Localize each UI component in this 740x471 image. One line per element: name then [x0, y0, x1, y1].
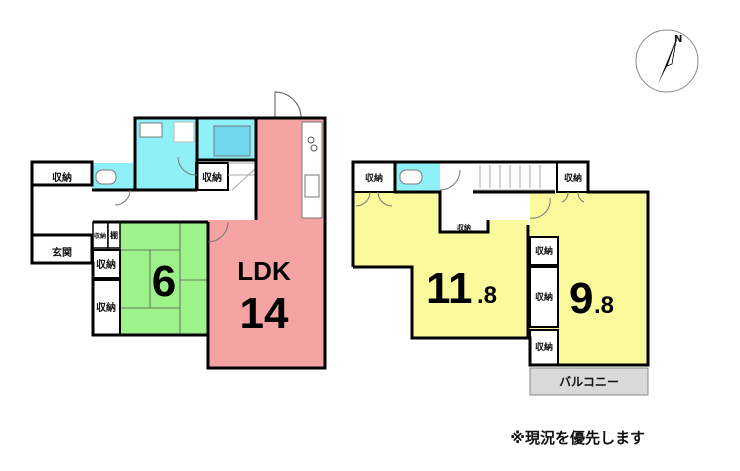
japanese-room: [120, 222, 208, 335]
compass-icon: N: [635, 29, 699, 93]
japanese-room-size: 6: [152, 257, 176, 306]
ldk-room: [208, 118, 325, 368]
room-size-11-8: 11: [426, 264, 473, 313]
balcony-label: バルコニー: [559, 375, 619, 389]
room-size-11-8-decimal: .8: [477, 282, 497, 309]
storage-label: 収納: [457, 223, 471, 232]
storage-label: 収納: [535, 245, 553, 257]
storage-label: 収納: [52, 171, 72, 184]
room-size-9-8: 9: [569, 274, 593, 323]
ldk-size: 14: [240, 289, 289, 338]
balcony: [529, 367, 649, 396]
floor-2: 収納 収納 収納 収納 収納 収納 11 .8 9 .8 バルコニー: [351, 160, 650, 396]
bedroom-11-8: [353, 192, 528, 338]
storage-label: 収納: [535, 291, 553, 303]
storage-label: 収納: [535, 341, 553, 353]
storage-label: 収納: [94, 232, 106, 240]
storage-label: 収納: [564, 172, 582, 184]
storage-label: 収納: [202, 171, 222, 184]
compass-north-label: N: [674, 34, 682, 45]
room-size-9-8-decimal: .8: [594, 292, 614, 319]
shelf-label: 棚: [110, 230, 118, 240]
storage-label: 収納: [96, 258, 116, 271]
storage-label: 収納: [365, 172, 383, 184]
entrance-label: 玄関: [52, 246, 72, 259]
note-text: ※現況を優先します: [510, 429, 645, 447]
ldk-label: LDK: [237, 256, 291, 286]
storage-label: 収納: [96, 301, 116, 314]
floor-1: 収納 収納 収納 棚 収納 収納 玄関 6 LDK 14: [30, 91, 327, 370]
kitchen-counter: [301, 121, 323, 219]
